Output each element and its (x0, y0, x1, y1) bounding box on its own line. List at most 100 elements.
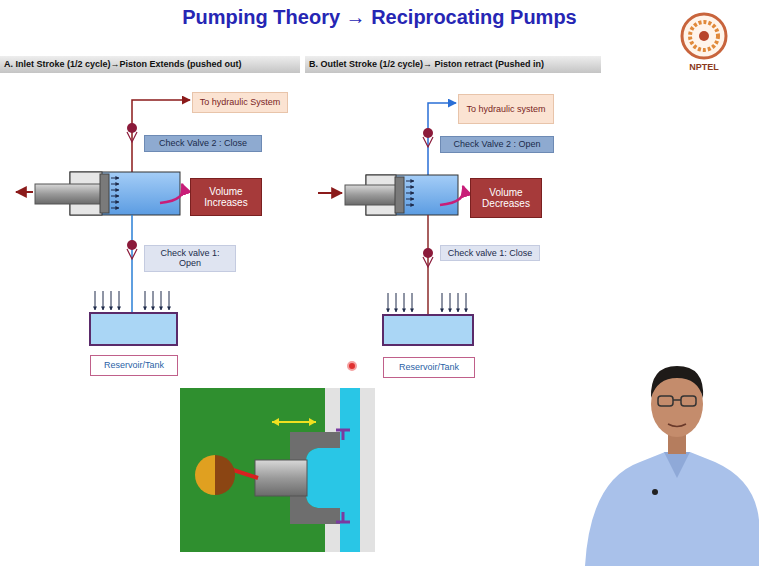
presenter-collar (664, 452, 690, 478)
atmosphere-arrows (153, 291, 154, 310)
box-text: A. Inlet Stroke (1/2 cycle)→Piston Exten… (4, 59, 242, 69)
logo-ring (690, 22, 718, 50)
pressure-arrows (111, 208, 119, 209)
volume-box: Volume Increases (190, 178, 262, 216)
pressure-arrows (406, 187, 414, 188)
nptel-logo (682, 14, 726, 58)
atmosphere-arrows (103, 291, 104, 310)
presenter-glasses (681, 396, 696, 406)
volume-arrow (160, 184, 183, 203)
tank (383, 315, 473, 345)
check-valve-ball (127, 240, 137, 250)
logo-ring (682, 14, 726, 58)
atmosphere-arrows (450, 293, 451, 312)
atmosphere-arrows (95, 291, 169, 310)
box-text: Reservoir/Tank (104, 360, 164, 370)
piston-rod (35, 184, 101, 204)
valve-seat (127, 132, 137, 142)
pressure-arrows (406, 181, 414, 182)
box-text: Check valve 1: Close (448, 248, 533, 258)
valve-seat (423, 257, 433, 267)
pressure-arrows (406, 193, 414, 194)
presenter-shirt (585, 452, 759, 566)
valve-state-box: Check valve 1: Close (440, 245, 540, 261)
box-text: Volume Decreases (475, 187, 537, 210)
box-text: To hydraulic System (200, 97, 281, 107)
destination-box: To hydraulic system (458, 94, 554, 124)
pump-animation (180, 388, 375, 552)
pressure-arrows (406, 181, 414, 205)
valve-state-box: Check valve 1: Open (144, 245, 236, 272)
atmosphere-arrows (458, 293, 459, 312)
check-valve-ball (423, 128, 433, 138)
pressure-arrows (111, 202, 119, 203)
box-text: Volume Increases (195, 186, 257, 209)
box-text: Reservoir/Tank (399, 362, 459, 372)
piston (395, 177, 404, 213)
atmosphere-arrows (412, 293, 413, 312)
volume-arrow (440, 186, 464, 205)
piston (100, 174, 109, 213)
valve-state-box: Check Valve 2 : Open (440, 136, 554, 153)
logo-hub (699, 31, 709, 41)
valve-symbol (336, 430, 350, 440)
piston-rod (345, 185, 396, 205)
valve-state-box: Check Valve 2 : Close (144, 135, 262, 152)
lapel-mic (652, 489, 658, 495)
box-text: Check Valve 2 : Close (159, 138, 247, 148)
atmosphere-arrows (388, 293, 466, 312)
crank-disc (195, 455, 215, 495)
pressure-arrows (111, 184, 119, 185)
presenter-glasses (673, 399, 681, 401)
motion-arrow (318, 192, 342, 194)
box-text: Check Valve 2 : Open (454, 139, 541, 149)
atmosphere-arrows (388, 293, 389, 312)
pointer-dot (348, 362, 356, 370)
check-valve-ball (423, 248, 433, 258)
atmosphere-arrows (442, 293, 443, 312)
pressure-arrows (111, 190, 119, 191)
stroke-header: B. Outlet Stroke (1/2 cycle)→ Piston ret… (305, 56, 601, 73)
pump-piston (255, 460, 307, 496)
pressure-arrows (111, 196, 119, 197)
presenter-glasses (658, 396, 673, 406)
pressure-arrows (406, 199, 414, 200)
atmosphere-arrows (95, 291, 96, 310)
pump-chamber (306, 448, 340, 508)
atmosphere-arrows (145, 291, 146, 310)
presenter-mouth (668, 424, 686, 427)
tank (90, 313, 177, 345)
atmosphere-arrows (169, 291, 170, 310)
presenter-hair (651, 366, 703, 398)
tank-label-box: Reservoir/Tank (383, 357, 475, 378)
stroke-header: A. Inlet Stroke (1/2 cycle)→Piston Exten… (0, 56, 300, 73)
volume-box: Volume Decreases (470, 178, 542, 218)
valve-seat (423, 137, 433, 147)
box-text: Check valve 1: Open (149, 248, 231, 269)
tank-label-box: Reservoir/Tank (90, 355, 178, 376)
crank-disc (215, 455, 235, 495)
valve-symbol (336, 512, 350, 522)
box-text: To hydraulic system (466, 104, 545, 114)
motion-arrow (16, 191, 33, 193)
atmosphere-arrows (161, 291, 162, 310)
pressure-arrows (111, 178, 119, 179)
slide-title: Pumping Theory → Reciprocating Pumps (0, 6, 759, 29)
pressure-arrows (111, 178, 119, 208)
fluid-pipe (340, 388, 360, 552)
atmosphere-arrows (404, 293, 405, 312)
presenter (585, 366, 759, 566)
check-valve-ball (127, 123, 137, 133)
animation-ground (180, 388, 375, 552)
atmosphere-arrows (466, 293, 467, 312)
atmosphere-arrows (396, 293, 397, 312)
box-text: B. Outlet Stroke (1/2 cycle)→ Piston ret… (309, 59, 544, 69)
valve-seat (127, 249, 137, 259)
pressure-arrows (406, 205, 414, 206)
suction-pipe (131, 215, 133, 313)
atmosphere-arrows (119, 291, 120, 310)
